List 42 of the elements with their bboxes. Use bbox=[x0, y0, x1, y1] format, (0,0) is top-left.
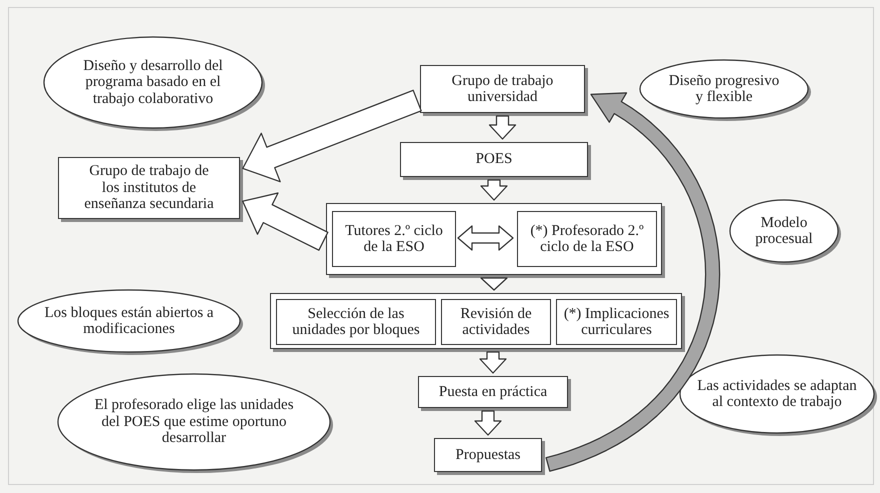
process-box bbox=[400, 142, 588, 177]
process-box bbox=[418, 376, 568, 408]
group-box bbox=[326, 203, 662, 275]
oval-callout bbox=[638, 58, 810, 120]
callout-text: Modelo procesual bbox=[754, 214, 814, 248]
process-box bbox=[420, 65, 585, 113]
oval-callout bbox=[56, 372, 332, 472]
box-text: Puesta en práctica bbox=[438, 384, 548, 400]
callout-text: Diseño y desarrollo del programa basado en el trabajo colaborativo bbox=[82, 58, 224, 108]
process-box bbox=[556, 299, 677, 345]
block-arrow bbox=[457, 225, 514, 251]
process-box bbox=[434, 438, 542, 472]
box-text: Grupo de trabajo universidad bbox=[450, 72, 554, 106]
process-box bbox=[332, 211, 456, 267]
box-text: Propuestas bbox=[456, 446, 520, 464]
block-arrow bbox=[242, 192, 328, 251]
block-arrow bbox=[474, 410, 502, 436]
process-box bbox=[58, 157, 240, 219]
block-arrow bbox=[242, 90, 422, 182]
callout-text: Los bloques están abiertos a modificaciones bbox=[43, 304, 215, 338]
process-box bbox=[517, 211, 657, 267]
oval-callout bbox=[728, 198, 840, 264]
block-arrow bbox=[480, 277, 508, 291]
block-arrow bbox=[488, 115, 516, 140]
box-text: Tutores 2.º ciclo de la ESO bbox=[344, 222, 444, 256]
box-text: Selección de las unidades por bloques bbox=[291, 306, 421, 338]
box-text: Grupo de trabajo de los institutos de enseñanza secundaria bbox=[83, 163, 215, 213]
box-text: Revisión de actividades bbox=[459, 306, 533, 338]
callout-text: Las actividades se adaptan al contexto de trabajo bbox=[696, 378, 858, 410]
box-text: (*) Profesorado 2.º ciclo de la ESO bbox=[530, 222, 644, 256]
group-box bbox=[270, 293, 682, 349]
box-text: (*) Implicaciones curriculares bbox=[562, 306, 670, 338]
process-box bbox=[276, 299, 436, 345]
oval-callout bbox=[678, 353, 876, 435]
box-text: POES bbox=[476, 151, 512, 168]
block-arrow bbox=[479, 351, 507, 374]
block-arrow bbox=[480, 179, 508, 201]
oval-callout bbox=[16, 288, 242, 354]
oval-callout bbox=[42, 35, 264, 130]
process-box bbox=[441, 299, 551, 345]
callout-text: El profesorado elige las unidades del POES que estime oportuno desarrollar bbox=[93, 397, 295, 447]
callout-text: Diseño progresivo y flexible bbox=[668, 72, 780, 106]
